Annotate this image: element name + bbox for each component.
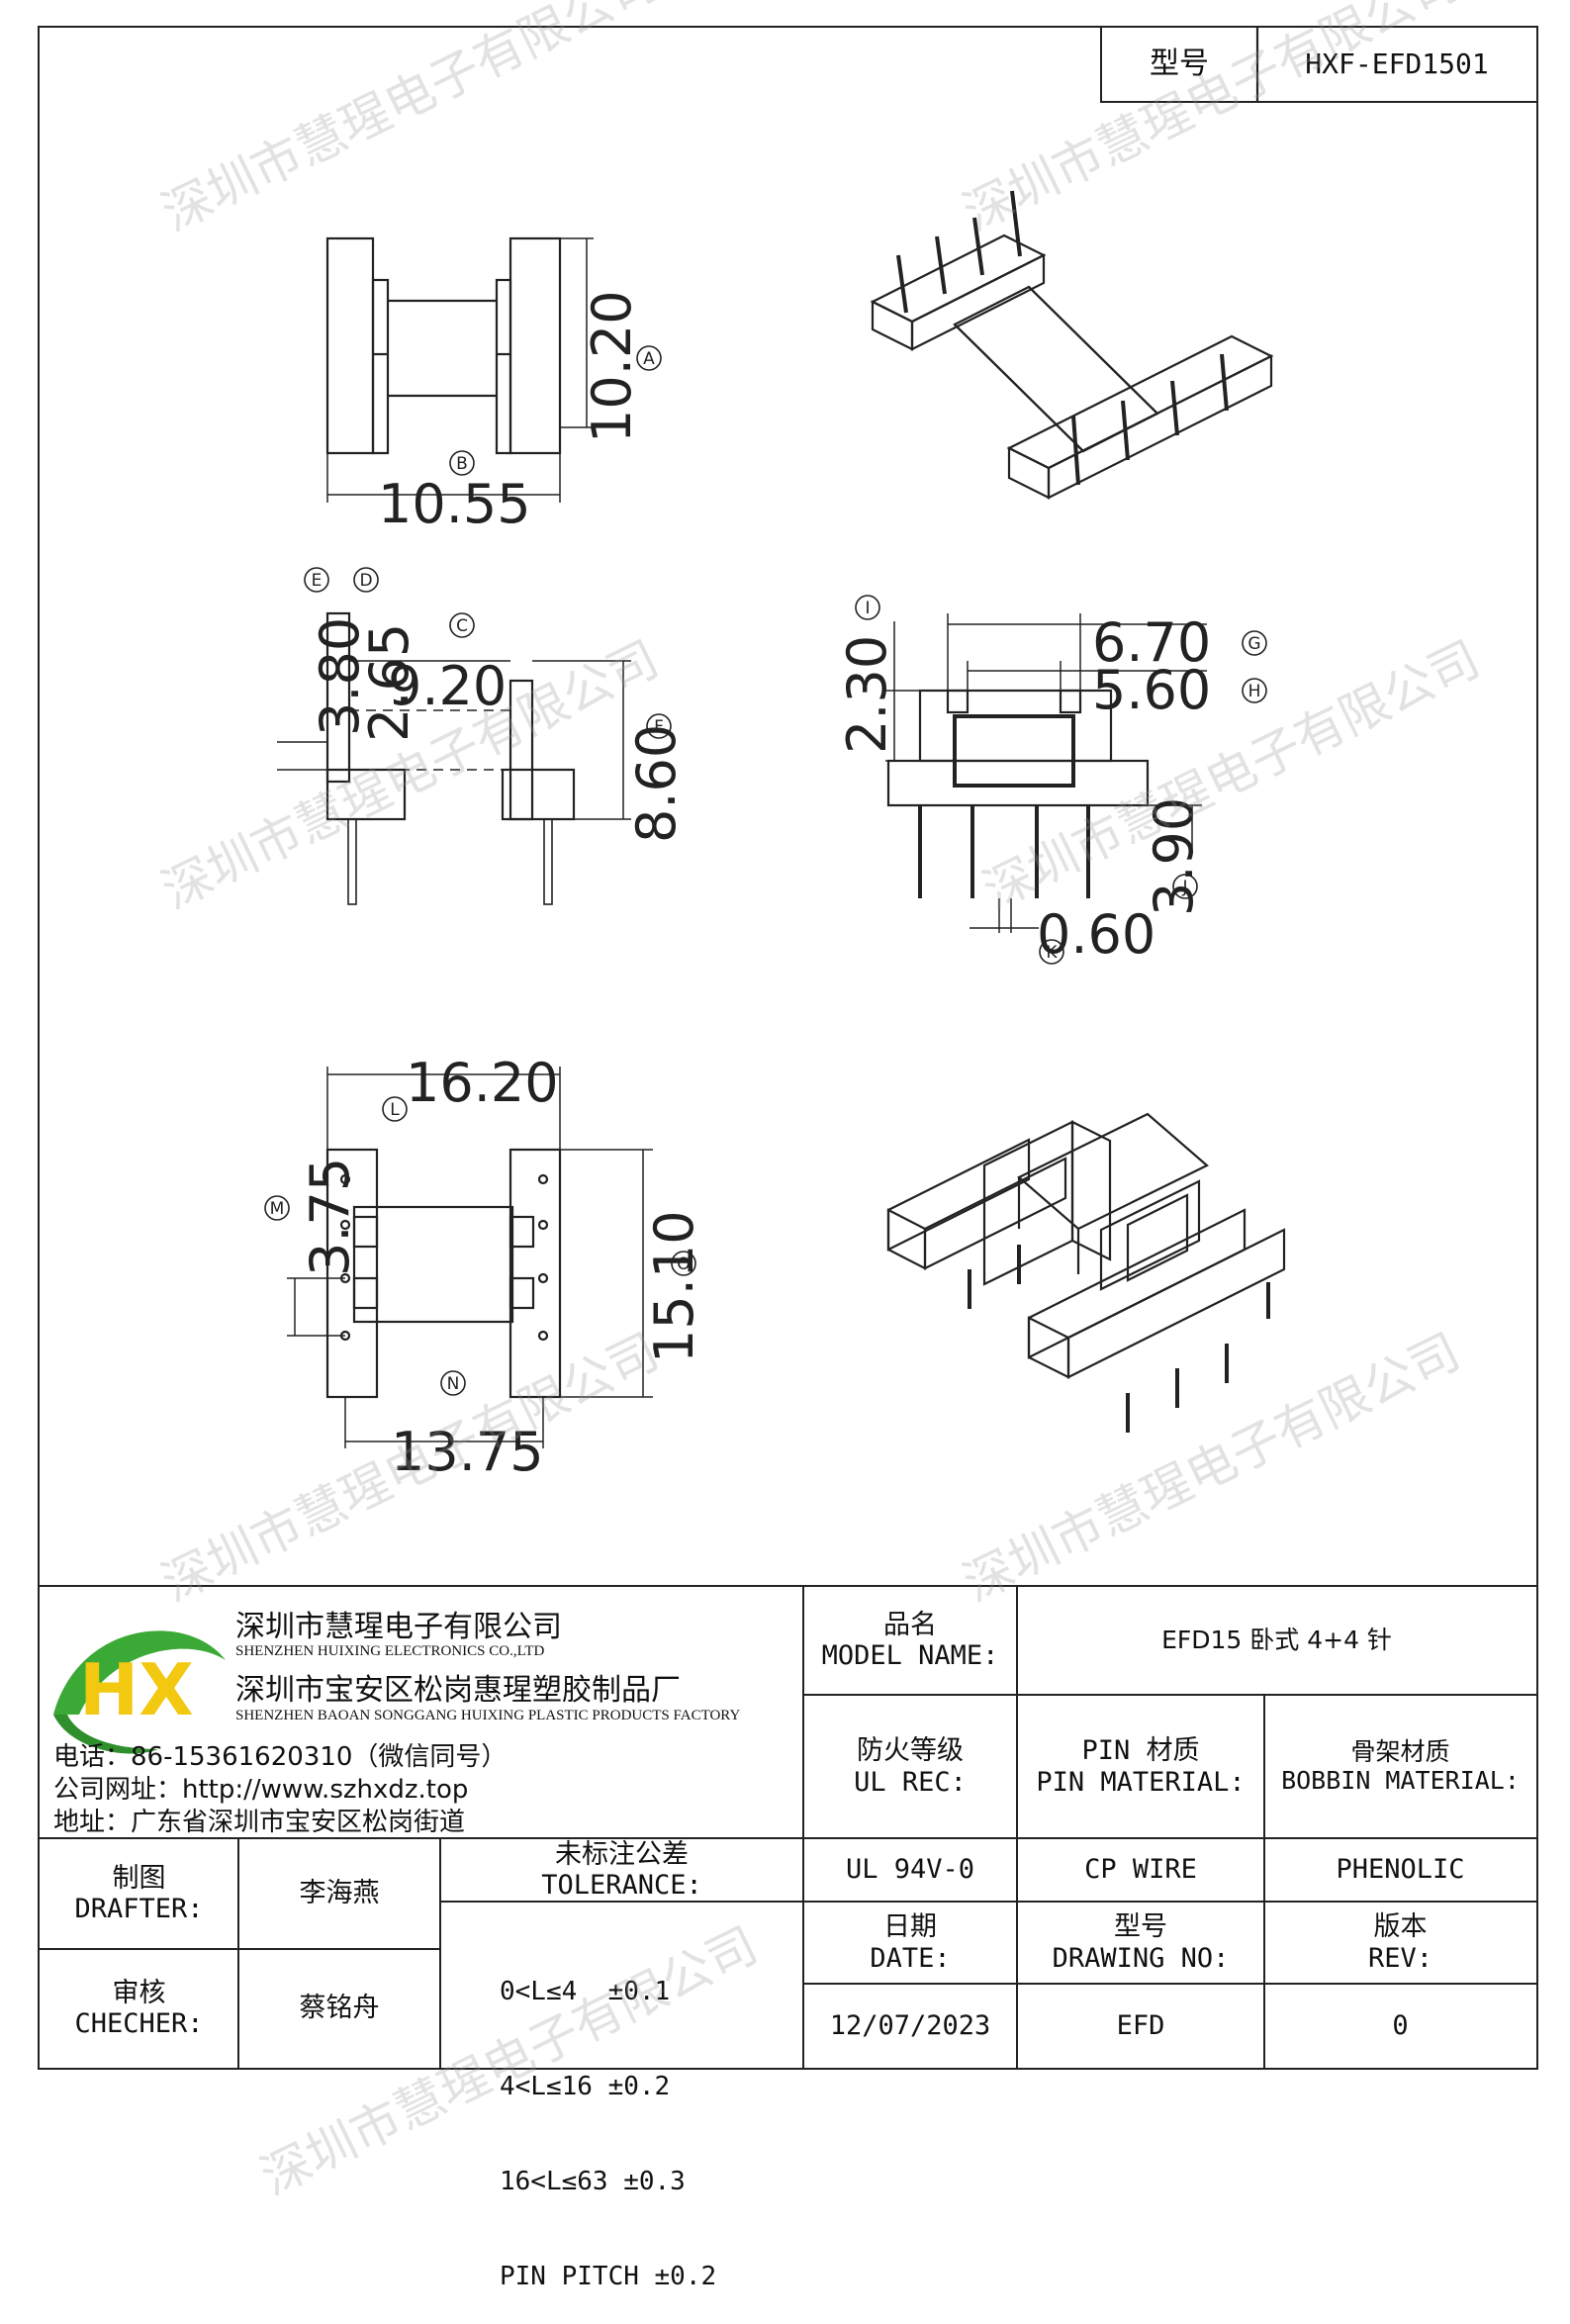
svg-text:O: O: [677, 1255, 690, 1274]
tolerance-list: 0<L≤4 ±0.1 4<L≤16 ±0.2 16<L≤63 ±0.3 PIN …: [500, 1912, 796, 2324]
dim-h-value: 5.60: [1092, 659, 1211, 721]
drafter-name: 李海燕: [299, 1878, 380, 1909]
company-website: 公司网址：http://www.szhxdz.top: [53, 1775, 469, 1805]
company-info: 深圳市慧瑆电子有限公司 SHENZHEN HUIXING ELECTRONICS…: [40, 1588, 801, 1837]
marker-e: E: [304, 567, 329, 593]
company-name-cn: 深圳市慧瑆电子有限公司: [235, 1610, 562, 1644]
dim-a-value: 10.20: [581, 290, 643, 443]
dimension-labels: 10.20 10.55 9.20 2.65 3.80 8.60 6.70 5.6…: [299, 290, 1211, 1483]
tolerance-row: 16<L≤63 ±0.3: [500, 2167, 686, 2196]
model-header-label: 型号: [1150, 46, 1209, 82]
svg-text:F: F: [654, 717, 664, 737]
dim-b-value: 10.55: [378, 473, 531, 535]
marker-g: G: [1242, 630, 1267, 656]
factory-name-cn: 深圳市宝安区松岗惠瑆塑胶制品厂: [235, 1673, 681, 1708]
model-header-box: [1100, 28, 1536, 103]
dim-o-value: 15.10: [643, 1210, 705, 1363]
marker-d: D: [353, 567, 379, 593]
svg-text:C: C: [456, 616, 468, 636]
svg-text:L: L: [390, 1100, 400, 1120]
ul-rec-value: UL 94V-0: [845, 1854, 975, 1886]
company-phone: 电话：86-15361620310（微信同号）: [53, 1742, 508, 1772]
checker-name: 蔡铭舟: [299, 1993, 380, 2024]
marker-h: H: [1242, 678, 1267, 703]
tolerance-row: 0<L≤4 ±0.1: [500, 1977, 671, 2006]
marker-i: I: [855, 595, 880, 620]
svg-text:B: B: [456, 454, 468, 474]
marker-j: J: [1172, 874, 1198, 899]
isometric-view-bottom: [886, 1112, 1286, 1433]
company-address: 地址：广东省深圳市宝安区松岗街道: [53, 1808, 466, 1837]
logo-swoosh: [53, 1630, 226, 1715]
dim-d-value: 2.65: [358, 623, 420, 742]
side-view: [277, 611, 631, 905]
rev-value: 0: [1392, 2009, 1409, 2041]
title-block-grid: [40, 1585, 1536, 2068]
marker-o: O: [671, 1251, 696, 1276]
marker-b: B: [449, 450, 475, 476]
technical-drawing: 10.20 10.55 9.20 2.65 3.80 8.60 6.70 5.6…: [40, 28, 1536, 2068]
svg-text:I: I: [865, 599, 870, 618]
tolerance-row: 4<L≤16 ±0.2: [500, 2072, 671, 2101]
company-logo: HX: [53, 1630, 226, 1754]
bottom-view: [287, 1067, 653, 1448]
marker-m: M: [264, 1195, 290, 1221]
marker-f: F: [646, 713, 672, 739]
dim-k-value: 0.60: [1037, 903, 1155, 966]
pin-material-value: CP WIRE: [1084, 1854, 1197, 1886]
dim-m-value: 3.75: [299, 1158, 361, 1276]
marker-a: A: [636, 345, 662, 371]
bobbin-material-value: PHENOLIC: [1336, 1854, 1465, 1886]
marker-k: K: [1039, 939, 1064, 965]
dim-c-value: 9.20: [388, 655, 507, 717]
marker-l: L: [382, 1096, 408, 1122]
marker-n: N: [440, 1370, 466, 1396]
dim-g-value: 6.70: [1092, 611, 1211, 674]
dim-l-value: 16.20: [406, 1052, 559, 1114]
factory-name-en: SHENZHEN BAOAN SONGGANG HUIXING PLASTIC …: [235, 1708, 741, 1723]
model-name-value: EFD15 卧式 4+4 针: [1161, 1625, 1392, 1654]
dim-n-value: 13.75: [391, 1421, 544, 1483]
svg-text:H: H: [1248, 682, 1261, 701]
tolerance-row: PIN PITCH ±0.2: [500, 2262, 717, 2291]
top-view: [325, 236, 594, 503]
logo-text: HX: [79, 1648, 194, 1731]
company-name-en: SHENZHEN HUIXING ELECTRONICS CO.,LTD: [235, 1643, 545, 1659]
svg-text:K: K: [1046, 943, 1058, 963]
svg-text:G: G: [1247, 634, 1260, 654]
dim-e-value: 3.80: [309, 617, 371, 736]
svg-text:D: D: [359, 571, 372, 591]
dim-j-value: 3.90: [1143, 797, 1205, 916]
dim-i-value: 2.30: [836, 635, 898, 754]
svg-text:J: J: [1181, 878, 1187, 897]
dim-f-value: 8.60: [625, 724, 688, 843]
dimension-markers: A B C D E F G H I J K L M N O: [264, 345, 1267, 1396]
isometric-view-top: [870, 190, 1274, 500]
date-value: 12/07/2023: [829, 2009, 991, 2041]
front-view: [885, 613, 1207, 933]
drawing-frame: 10.20 10.55 9.20 2.65 3.80 8.60 6.70 5.6…: [38, 0, 1538, 2291]
marker-c: C: [449, 612, 475, 638]
svg-text:E: E: [312, 571, 323, 591]
svg-text:N: N: [447, 1374, 460, 1394]
model-header-value: HXF-EFD1501: [1305, 47, 1489, 81]
svg-text:A: A: [643, 349, 655, 369]
drawing-no-value: EFD: [1116, 2009, 1165, 2041]
svg-text:M: M: [270, 1199, 285, 1219]
